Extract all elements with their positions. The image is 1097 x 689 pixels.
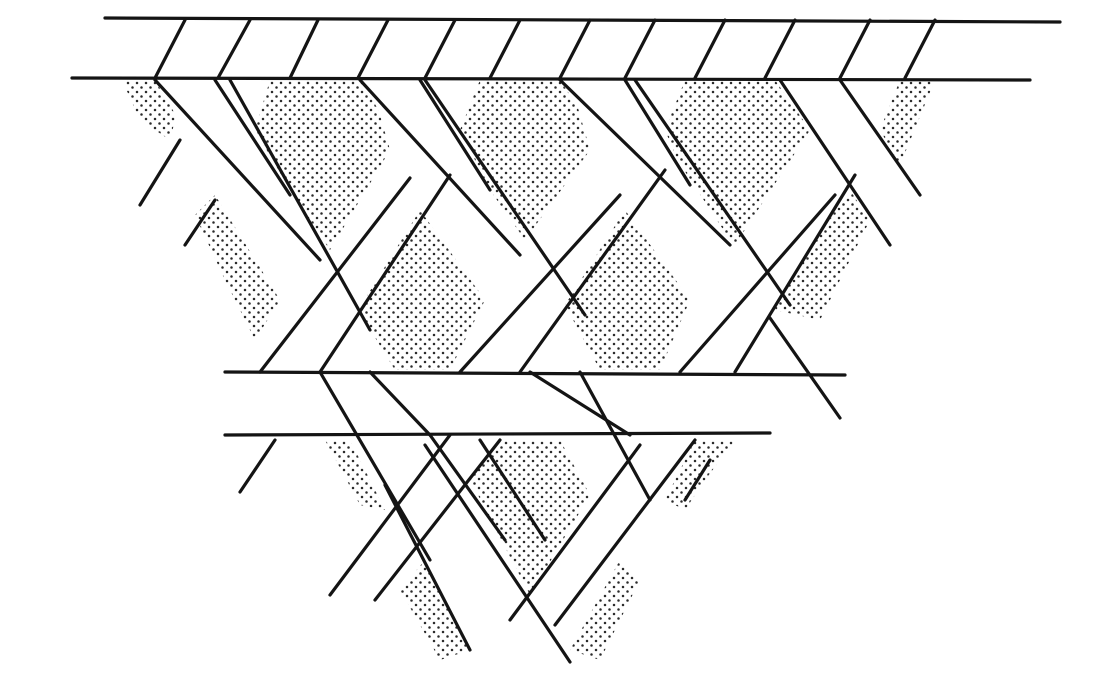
left-diagonal-edge-11 xyxy=(508,443,642,622)
right-diagonal-edge-9 xyxy=(778,78,892,247)
top-tie-4 xyxy=(423,18,457,80)
top-strand-lower-edge xyxy=(70,76,1032,82)
right-diagonal-strand-5-fill xyxy=(530,372,630,480)
top-tie-10 xyxy=(838,18,872,80)
stipple-region xyxy=(465,440,590,595)
right-diagonal-edge-14 xyxy=(578,370,652,502)
right-diagonal-edge-1 xyxy=(213,78,292,197)
top-tie-7 xyxy=(623,18,657,80)
left-diagonal-edge-4 xyxy=(458,193,622,374)
left-diagonal-edge-12 xyxy=(553,438,697,627)
strand-outlines xyxy=(70,16,1062,664)
right-diagonal-edge-10 xyxy=(838,78,922,197)
stipple-region xyxy=(400,560,470,660)
left-diagonal-edge-8 xyxy=(238,438,277,494)
right-diagonal-strand-4-fill xyxy=(320,372,430,470)
stipple-region xyxy=(355,210,485,370)
right-diagonal-edge-3 xyxy=(358,78,522,257)
stipple-region xyxy=(325,440,385,510)
left-diagonal-edge-3 xyxy=(318,173,452,374)
left-diagonal-edge-10 xyxy=(373,438,502,602)
right-diagonal-edge-7 xyxy=(623,78,692,187)
right-diagonal-edge-6 xyxy=(558,78,732,247)
right-diagonal-strand-6-fill xyxy=(740,320,840,435)
stipple-region xyxy=(460,80,590,240)
top-tie-8 xyxy=(693,18,727,80)
top-strand-upper-edge xyxy=(103,16,1062,24)
stipple-region xyxy=(775,190,870,320)
right-diagonal-edge-12 xyxy=(368,370,432,437)
stipple-region xyxy=(195,195,280,340)
right-diagonal-edge-17 xyxy=(423,443,572,664)
left-diagonal-edge-7 xyxy=(733,173,857,374)
stipple-region xyxy=(570,560,640,660)
left-diagonal-edge-2 xyxy=(258,176,412,374)
left-diagonal-strand-1-fill xyxy=(460,190,615,372)
top-tie-0 xyxy=(153,18,187,80)
right-diagonal-edge-15 xyxy=(768,316,842,420)
top-horizontal-strand-fill xyxy=(72,18,1060,80)
right-diagonal-edge-0 xyxy=(153,78,322,262)
right-diagonal-edge-19 xyxy=(428,433,507,542)
top-tie-6 xyxy=(558,18,592,80)
left-diagonal-edge-13 xyxy=(683,458,712,502)
left-diagonal-edge-1 xyxy=(183,198,217,247)
left-diagonal-edge-0 xyxy=(138,138,182,207)
right-diagonal-strand-2-fill xyxy=(560,80,730,285)
left-diagonal-edge-6 xyxy=(678,193,837,374)
top-tie-1 xyxy=(216,18,252,80)
right-diagonal-strand-3-fill xyxy=(780,80,920,245)
left-diagonal-edge-5 xyxy=(518,168,667,374)
right-diagonal-edge-8 xyxy=(633,78,792,307)
right-diagonal-edge-4 xyxy=(418,78,492,192)
right-diagonal-edge-16 xyxy=(383,483,472,652)
right-diagonal-edge-5 xyxy=(423,78,587,317)
top-tie-5 xyxy=(488,18,522,80)
stipple-region xyxy=(880,80,935,165)
middle-strand-lower-edge xyxy=(223,431,772,437)
top-tie-2 xyxy=(288,18,320,80)
right-diagonal-edge-2 xyxy=(228,78,372,332)
right-diagonal-strand-1-fill xyxy=(360,80,520,290)
stippled-interstices xyxy=(122,80,935,660)
left-diagonal-strand-4-fill xyxy=(510,440,695,625)
stipple-region xyxy=(565,210,690,370)
top-tie-11 xyxy=(903,18,937,80)
top-tie-3 xyxy=(356,18,390,80)
right-diagonal-edge-18 xyxy=(478,438,547,542)
left-diagonal-edge-9 xyxy=(328,433,452,597)
right-diagonal-strand-0-fill xyxy=(155,80,320,300)
stipple-region xyxy=(255,80,390,250)
right-diagonal-edge-13 xyxy=(528,370,632,437)
right-diagonal-edge-11 xyxy=(318,370,432,562)
top-tie-9 xyxy=(763,18,797,80)
